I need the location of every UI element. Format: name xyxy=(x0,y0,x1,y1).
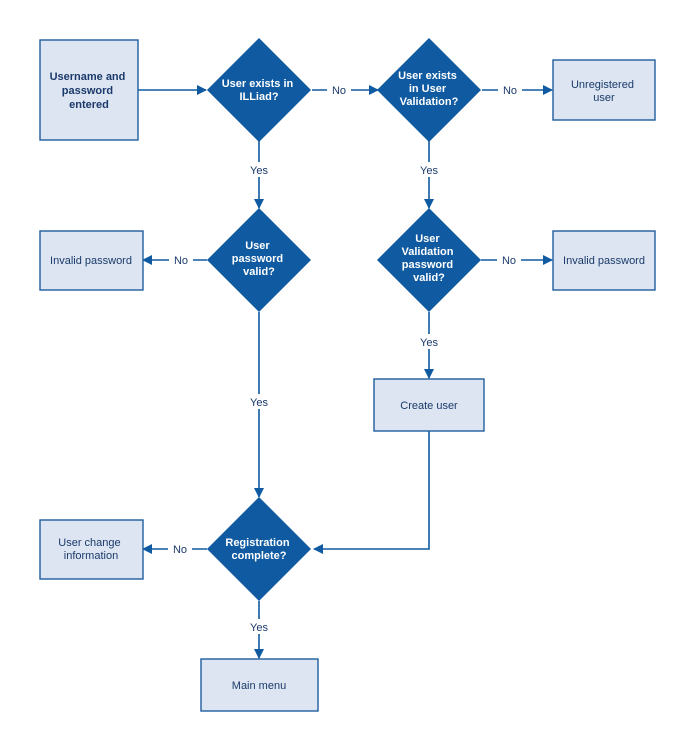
edge-label-pw-yes: Yes xyxy=(250,397,268,409)
edge-label-pw-no: No xyxy=(174,255,188,267)
decision-diamonds: User exists in ILLiad? User exists in Us… xyxy=(207,38,481,601)
user-change-box xyxy=(39,519,144,580)
invalid-password-right-text: Invalid password xyxy=(563,255,645,267)
edge-label-uvpw-yes: Yes xyxy=(420,337,438,349)
decision-uv-password-valid-text: User Validation password valid? xyxy=(401,233,456,284)
main-menu-text: Main menu xyxy=(232,680,286,692)
edge-label-reg-yes: Yes xyxy=(250,622,268,634)
edge-createuser-to-regcomplete xyxy=(313,431,430,554)
decision-registration-complete-text: Registration complete? xyxy=(225,537,292,562)
edge-label-reg-no: No xyxy=(173,544,187,556)
user-change-text: User change information xyxy=(58,537,123,562)
decision-uv-password-valid xyxy=(377,208,481,312)
create-user-box xyxy=(373,378,485,432)
connectors xyxy=(138,85,553,659)
edge-labels: No No Yes Yes No No Yes Yes No Yes xyxy=(168,82,522,634)
invalid-password-left-text: Invalid password xyxy=(50,255,132,267)
main-menu-box xyxy=(200,658,319,712)
invalid-password-right-box xyxy=(552,230,656,291)
process-boxes: Username and password entered Unregister… xyxy=(39,39,656,712)
edge-label-uv-yes: Yes xyxy=(420,165,438,177)
unregistered-user-box xyxy=(552,59,656,121)
edge-label-uv-no: No xyxy=(503,85,517,97)
unregistered-user-text: Unregistered user xyxy=(571,79,637,104)
decision-registration-complete xyxy=(207,497,311,601)
start-box-text: Username and password entered xyxy=(50,71,129,111)
decision-password-valid xyxy=(207,208,311,312)
decision-user-exists-uv-text: User exists in User Validation? xyxy=(398,70,460,108)
decision-password-valid-text: User password valid? xyxy=(232,240,286,278)
create-user-text: Create user xyxy=(400,400,458,412)
start-box xyxy=(39,39,139,141)
edge-label-uvpw-no: No xyxy=(502,255,516,267)
decision-user-exists-illiad-text: User exists in ILLiad? xyxy=(222,78,297,103)
decision-user-exists-illiad xyxy=(207,38,311,142)
edge-label-illiad-yes: Yes xyxy=(250,165,268,177)
decision-user-exists-uv xyxy=(377,38,481,142)
edge-label-illiad-no: No xyxy=(332,85,346,97)
invalid-password-left-box xyxy=(39,230,144,291)
